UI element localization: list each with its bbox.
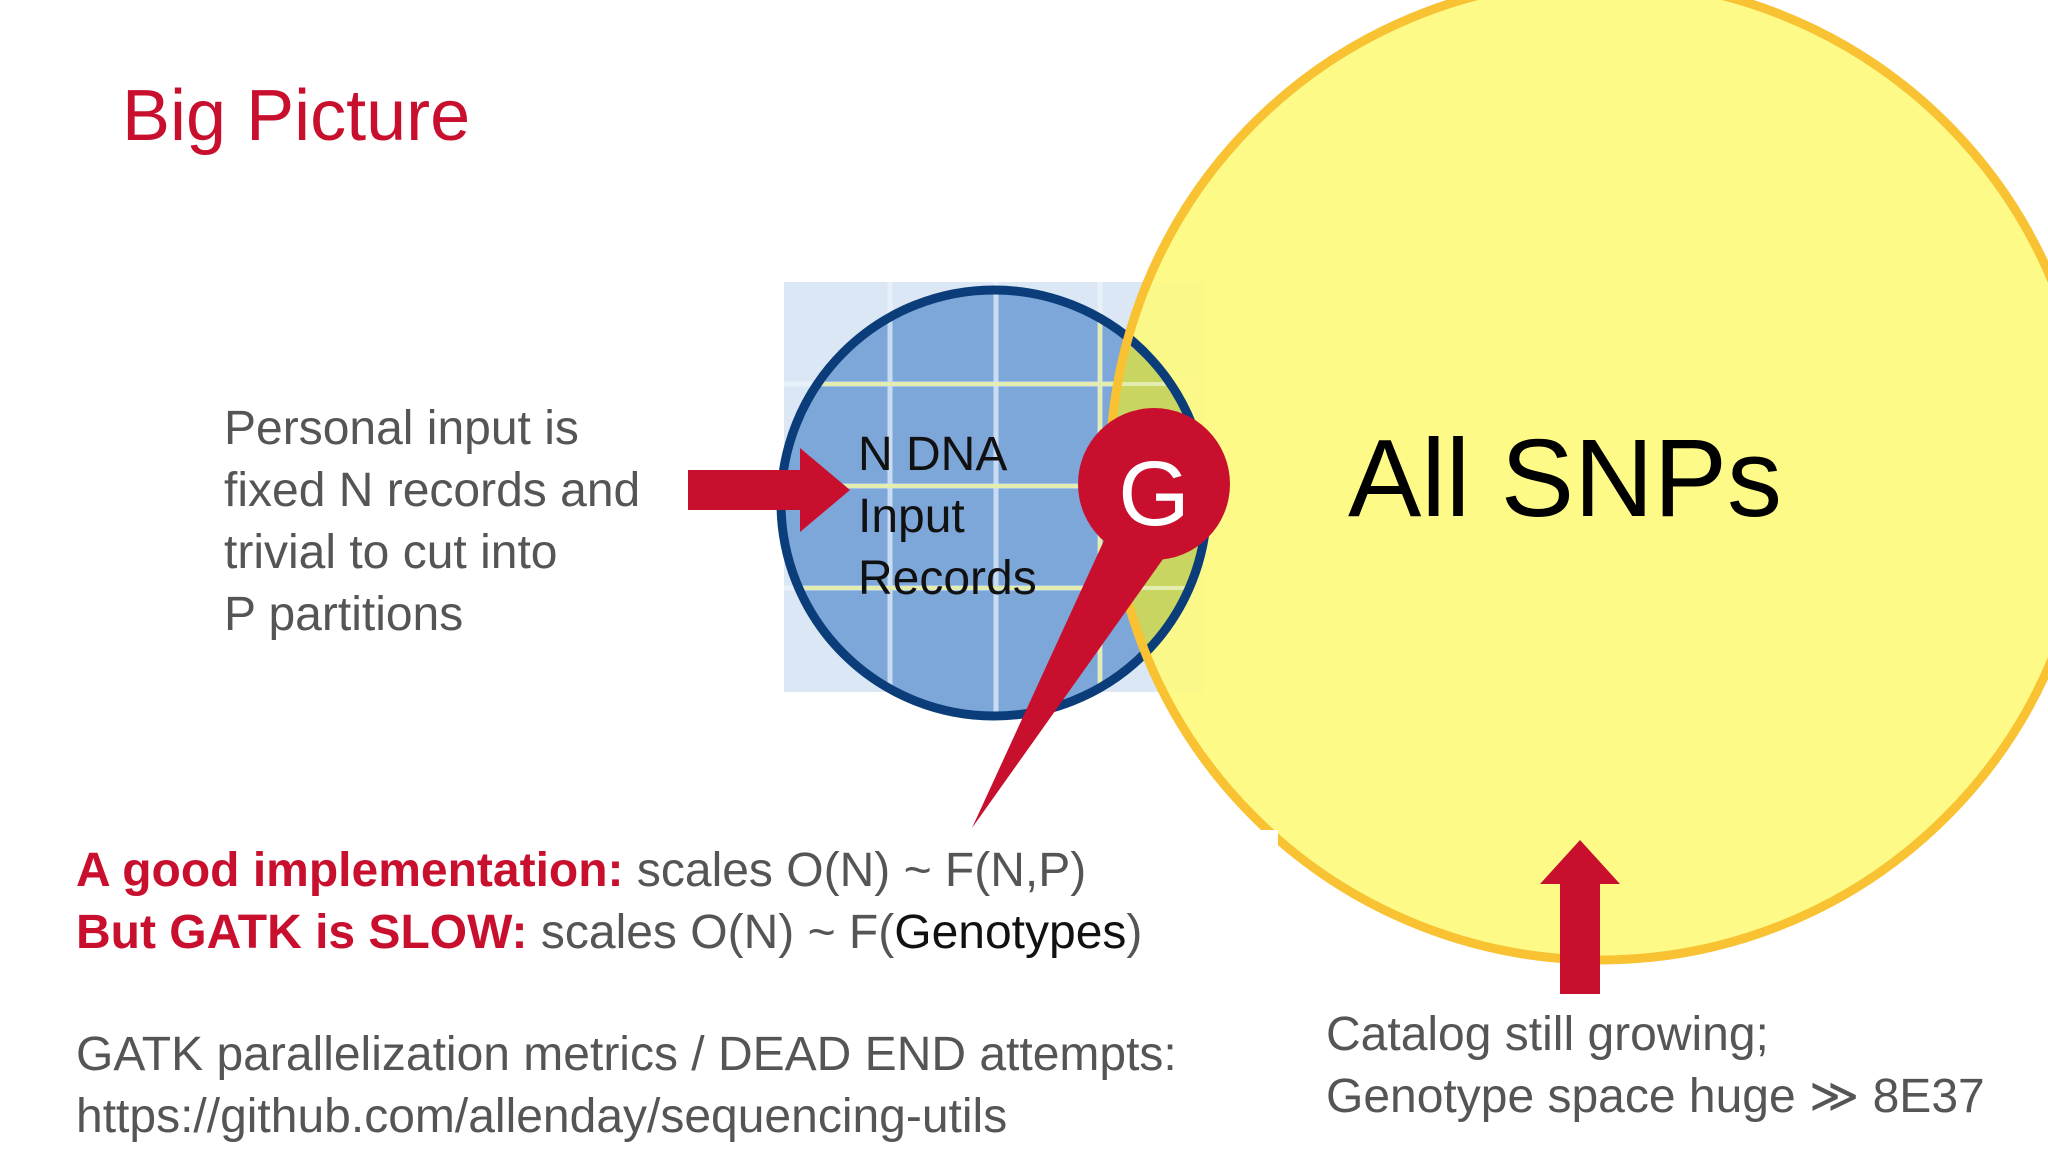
gatk-slow-text: scales O(N) ~ F( (527, 906, 895, 959)
all-snps-circle (1110, 0, 2048, 960)
catalog-line: Catalog still growing; (1326, 1008, 1769, 1061)
input-arrow (688, 448, 850, 532)
input-records-label: N DNA Input Records (858, 424, 1037, 610)
catalog-text: Catalog still growing; Genotype space hu… (1326, 1004, 1985, 1128)
genotypes-highlight: Genotypes (894, 906, 1127, 959)
gatk-slow-text-end: ) (1126, 906, 1143, 959)
text-backdrop (1000, 830, 1278, 1152)
genotype-pointer (972, 510, 1168, 828)
input-records-line: N DNA (858, 428, 1008, 481)
personal-input-line: fixed N records and (224, 464, 641, 517)
personal-input-text: Personal input is fixed N records and tr… (224, 398, 640, 646)
gatk-slow-line: But GATK is SLOW: scales O(N) ~ F(Genoty… (76, 902, 1142, 964)
catalog-arrow (1540, 840, 1620, 994)
personal-input-line: Personal input is (224, 402, 579, 455)
good-implementation-line: A good implementation: scales O(N) ~ F(N… (76, 840, 1142, 902)
input-records-line: Records (858, 552, 1037, 605)
genotype-circle (1078, 408, 1230, 560)
good-implementation-label: A good implementation: (76, 844, 624, 897)
genotype-marker-label: G (1118, 443, 1190, 545)
catalog-line: Genotype space huge ≫ 8E37 (1326, 1070, 1985, 1123)
gatk-metrics-text: GATK parallelization metrics / DEAD END … (76, 1024, 1177, 1148)
scaling-text: A good implementation: scales O(N) ~ F(N… (76, 840, 1142, 964)
gatk-metrics-link[interactable]: https://github.com/allenday/sequencing-u… (76, 1090, 1008, 1143)
slide-title: Big Picture (122, 76, 471, 156)
gatk-metrics-line: GATK parallelization metrics / DEAD END … (76, 1028, 1177, 1081)
input-records-line: Input (858, 490, 965, 543)
all-snps-label: All SNPs (1348, 417, 1782, 540)
personal-input-line: trivial to cut into (224, 526, 558, 579)
personal-input-line: P partitions (224, 588, 464, 641)
good-implementation-text: scales O(N) ~ F(N,P) (623, 844, 1087, 897)
gatk-slow-label: But GATK is SLOW: (76, 906, 528, 959)
